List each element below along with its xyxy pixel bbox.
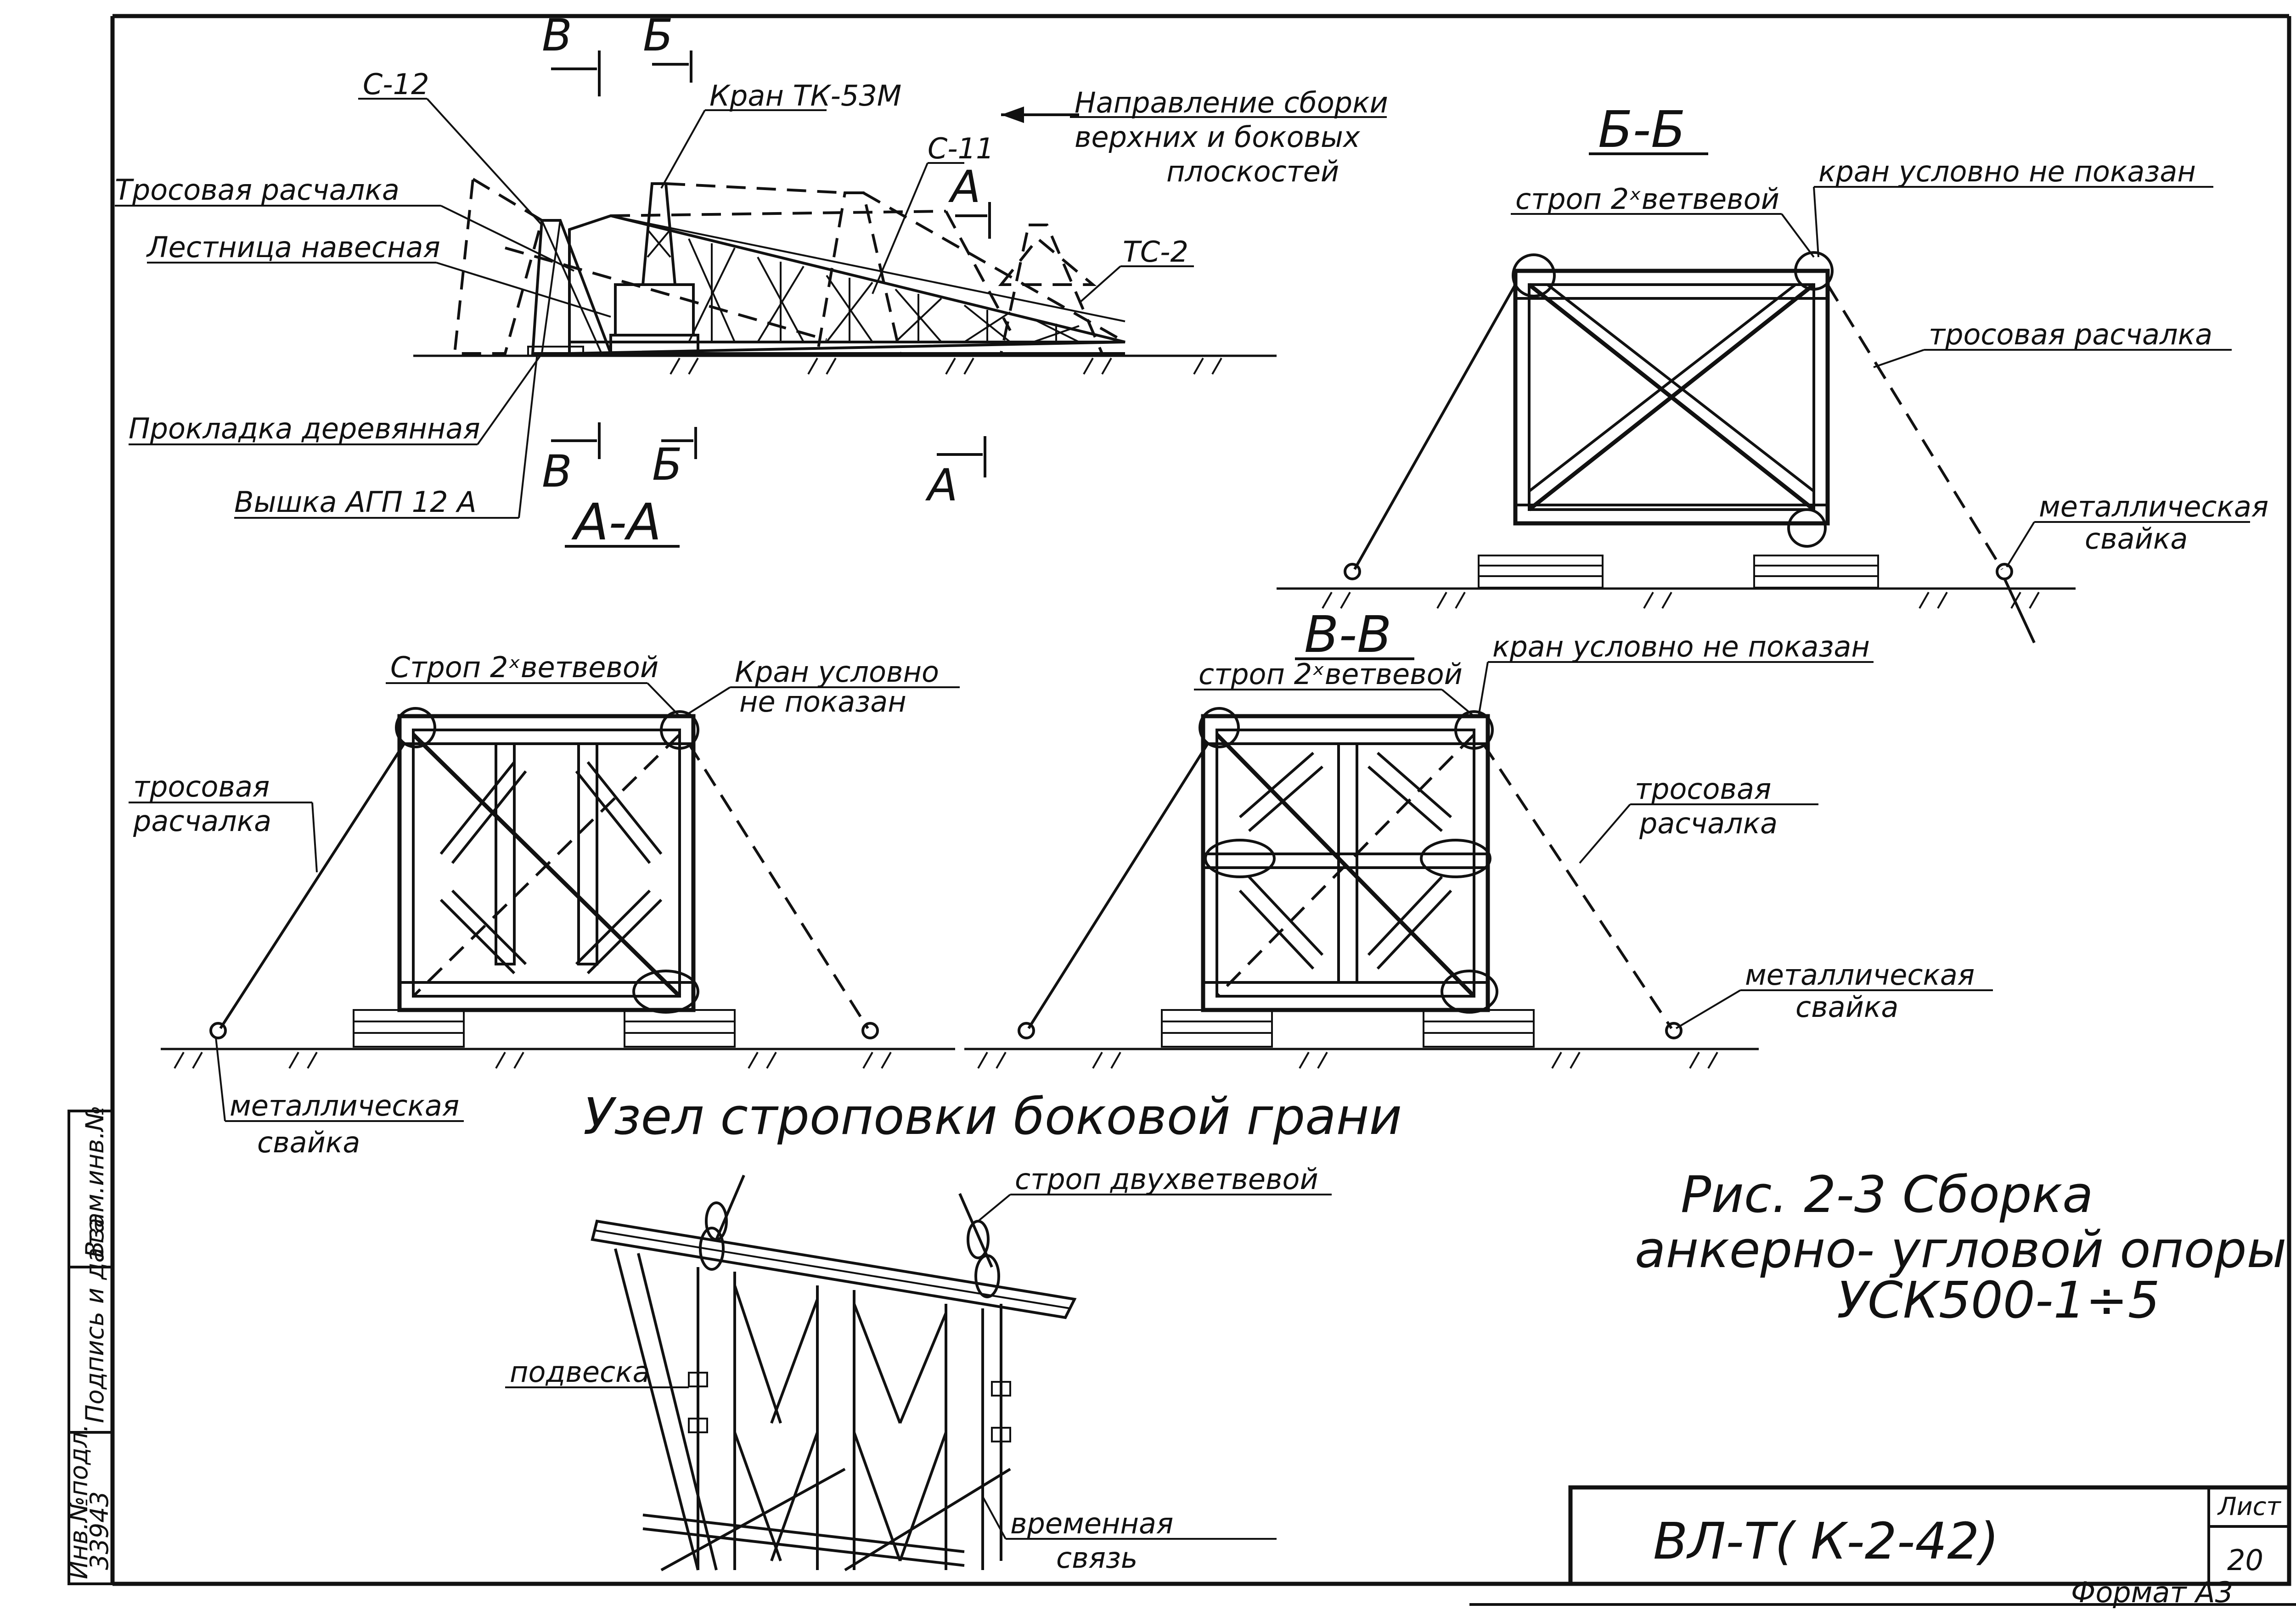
- mark-v-bottom: В: [542, 446, 572, 497]
- title-code: ВЛ-Т( К-2-42): [1653, 1512, 1999, 1571]
- stamp-replace-inv: Взам.инв.№: [80, 1105, 109, 1258]
- vv-label-guy-2: расчалка: [1639, 807, 1778, 840]
- left-label-sling: Строп 2ˣветвевой: [390, 651, 658, 684]
- left-label-crane-2: не показан: [739, 685, 906, 718]
- title-format: Формат А3: [2071, 1576, 2233, 1609]
- label-ladder: Лестница навесная: [146, 230, 440, 264]
- node-detail: Узел строповки боковой грани: [505, 1087, 1402, 1575]
- title-sheet-label: Лист: [2217, 1492, 2281, 1521]
- title-block: ВЛ-Т( К-2-42) Лист 20 Формат А3: [1568, 1485, 2291, 1609]
- left-label-crane-1: Кран условно: [735, 655, 939, 689]
- bb-label-guy: тросовая расчалка: [1929, 318, 2212, 351]
- node-title: Узел строповки боковой грани: [583, 1087, 1402, 1146]
- label-assembly-dir-2: верхних и боковых: [1075, 120, 1361, 154]
- section-bb-title: Б-Б: [1598, 100, 1686, 159]
- figure-caption: Рис. 2-3 Сборка анкерно- угловой опоры У…: [1635, 1165, 2286, 1330]
- vv-label-sling: строп 2ˣветвевой: [1199, 657, 1463, 691]
- label-crane-tk: Кран ТК-53М: [709, 79, 901, 112]
- mark-a-top: А: [948, 161, 981, 213]
- mark-v-top: В: [542, 10, 572, 61]
- figure-line-2: анкерно- угловой опоры: [1635, 1220, 2286, 1279]
- section-vv-title: В-В: [1304, 605, 1392, 664]
- vv-view: В-В: [964, 605, 1993, 1069]
- left-view: Строп 2ˣветвевой Кран условно не показан…: [129, 651, 960, 1159]
- mark-b-top: Б: [643, 10, 673, 61]
- title-sheet-no: 20: [2227, 1543, 2263, 1577]
- section-aa-title: А-А: [571, 493, 661, 551]
- side-stamp: Взам.инв.№ Подпись и дата Инв.№подл. 339…: [64, 1105, 114, 1585]
- left-label-guy-2: расчалка: [133, 804, 271, 838]
- vv-label-guy-1: тросовая: [1635, 772, 1771, 806]
- aa-side-view: [413, 177, 1277, 375]
- node-label-temp-2: связь: [1056, 1541, 1137, 1575]
- node-label-hanger: подвеска: [510, 1355, 650, 1389]
- label-c12: С-12: [363, 67, 429, 101]
- label-assembly-dir-3: плоскостей: [1166, 155, 1339, 188]
- label-assembly-dir-1: Направление сборки: [1075, 86, 1388, 119]
- bb-label-anchor-1: металлическая: [2039, 490, 2268, 523]
- stamp-sign-date: Подпись и дата: [80, 1218, 109, 1423]
- bb-label-sling: строп 2ˣветвевой: [1515, 182, 1779, 216]
- figure-line-3: УСК500-1÷5: [1837, 1271, 2160, 1330]
- bb-label-anchor-2: свайка: [2085, 522, 2188, 555]
- bb-view: Б-Б строп 2ˣветвевой: [1277, 100, 2268, 644]
- label-wood-pad: Прокладка деревянная: [129, 412, 480, 445]
- left-label-guy-1: тросовая: [133, 770, 270, 803]
- node-label-sling: строп двухветвевой: [1015, 1162, 1318, 1196]
- stamp-number: 33943: [85, 1491, 114, 1570]
- vv-label-crane-hidden: кран условно не показан: [1492, 630, 1870, 663]
- node-label-temp-1: временная: [1010, 1507, 1173, 1540]
- label-c11: С-11: [928, 132, 994, 165]
- label-tc2: ТС-2: [1123, 235, 1188, 269]
- vv-label-anchor-2: свайка: [1795, 990, 1898, 1024]
- label-rope-guy: Тросовая расчалка: [115, 173, 400, 207]
- vv-label-anchor-1: металлическая: [1745, 958, 1975, 992]
- aa-labels: Кран ТК-53М С-12 С-11 ТС-2 Направление с…: [115, 10, 1388, 551]
- figure-line-1: Рис. 2-3 Сборка: [1681, 1165, 2093, 1224]
- mark-b-bottom: Б: [652, 439, 682, 490]
- stamp-inv-no: Инв.№подл.: [64, 1424, 93, 1579]
- mark-a-bottom: А: [925, 460, 958, 511]
- label-tower: Вышка АГП 12 А: [234, 485, 477, 519]
- left-label-anchor-2: свайка: [257, 1126, 360, 1159]
- left-label-anchor-1: металлическая: [230, 1089, 459, 1122]
- bb-label-crane-hidden: кран условно не показан: [1818, 155, 2196, 188]
